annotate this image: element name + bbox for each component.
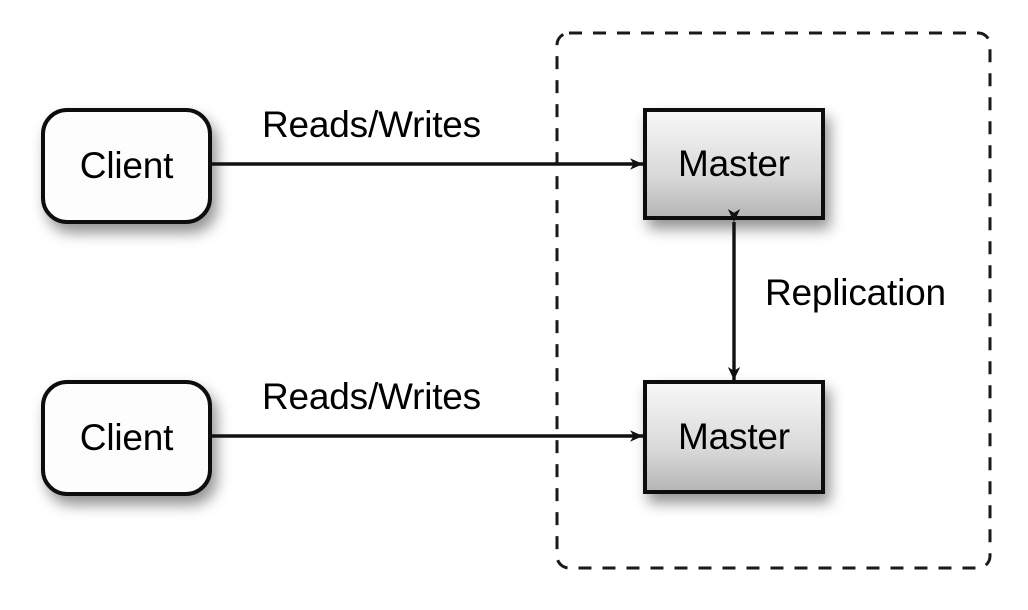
node-master-bottom[interactable] <box>643 380 825 494</box>
edge-label-reads-writes-top: Reads/Writes <box>262 104 481 145</box>
node-client-bottom[interactable] <box>41 380 212 496</box>
replication-cluster-boundary <box>555 31 992 570</box>
edge-label-replication: Replication <box>765 272 946 313</box>
node-client-top[interactable] <box>41 108 212 224</box>
edge-label-reads-writes-bottom: Reads/Writes <box>262 376 481 417</box>
node-master-top[interactable] <box>643 108 825 220</box>
